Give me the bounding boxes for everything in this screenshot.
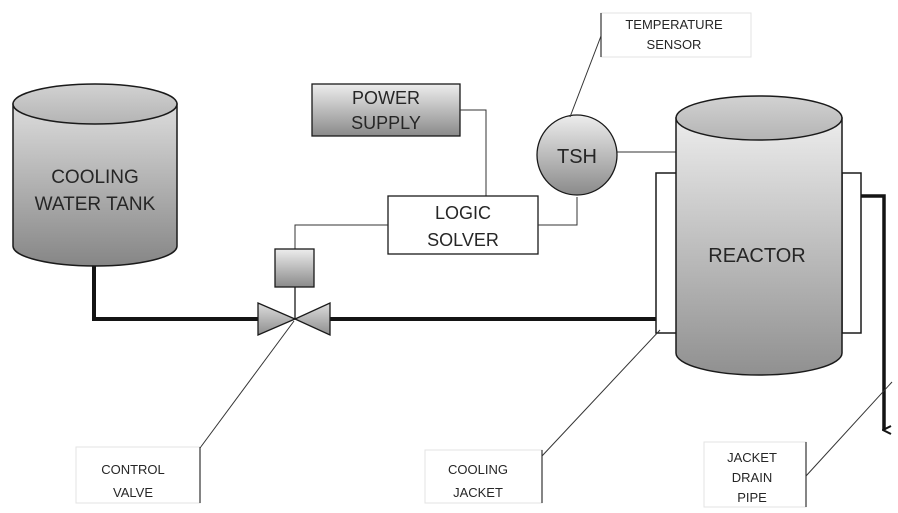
actuator-signal-line xyxy=(294,224,388,249)
jacket-drain-pipe-callout: JACKET DRAIN PIPE xyxy=(703,441,807,508)
temperature-sensor-callout: TEMPERATURE SENSOR xyxy=(600,12,752,58)
cooling-water-tank-label-line2: WATER TANK xyxy=(35,194,156,215)
logic-solver-label-line2: SOLVER xyxy=(427,230,499,250)
control-valve-callout: CONTROL VALVE xyxy=(75,446,201,504)
jacket-drain-pipe xyxy=(861,194,884,430)
power-supply: POWER SUPPLY xyxy=(311,83,461,137)
cooling-water-tank: COOLING WATER TANK xyxy=(12,83,178,267)
control-valve xyxy=(257,301,331,337)
cooling-jacket-callout: COOLING JACKET xyxy=(424,449,543,504)
logic-solver: LOGIC SOLVER xyxy=(387,195,539,255)
temperature-sensor-label-line2: SENSOR xyxy=(647,37,702,52)
power-signal-line xyxy=(460,109,487,196)
control-valve-label-line1: CONTROL xyxy=(101,462,165,477)
control-valve-label-line2: VALVE xyxy=(113,485,153,500)
tsh-label: TSH xyxy=(557,146,597,168)
control-valve-leader xyxy=(199,320,295,449)
power-supply-label-line2: SUPPLY xyxy=(351,113,421,133)
cooling-jacket xyxy=(655,172,862,334)
cooling-jacket-leader xyxy=(541,329,661,457)
cooling-water-tank-label-line1: COOLING xyxy=(51,167,139,188)
cooling-jacket-label-line1: COOLING xyxy=(448,462,508,477)
cooling-water-pipe xyxy=(92,262,662,321)
jacket-drain-pipe-label-line3: PIPE xyxy=(737,490,767,505)
temperature-sensor-leader xyxy=(569,35,602,118)
jacket-drain-pipe-label-line1: JACKET xyxy=(727,450,777,465)
power-supply-label-line1: POWER xyxy=(352,88,420,108)
reactor: REACTOR xyxy=(675,95,843,376)
logic-solver-label-line1: LOGIC xyxy=(435,203,491,223)
reactor-label: REACTOR xyxy=(708,245,805,267)
jacket-drain-pipe-leader xyxy=(805,381,893,477)
temperature-sensor-label-line1: TEMPERATURE xyxy=(625,17,723,32)
cooling-jacket-label-line2: JACKET xyxy=(453,485,503,500)
jacket-drain-pipe-label-line2: DRAIN xyxy=(732,470,772,485)
tsh-sensor: TSH xyxy=(536,114,618,196)
valve-actuator xyxy=(274,248,315,319)
tsh-signal-line xyxy=(538,197,578,226)
